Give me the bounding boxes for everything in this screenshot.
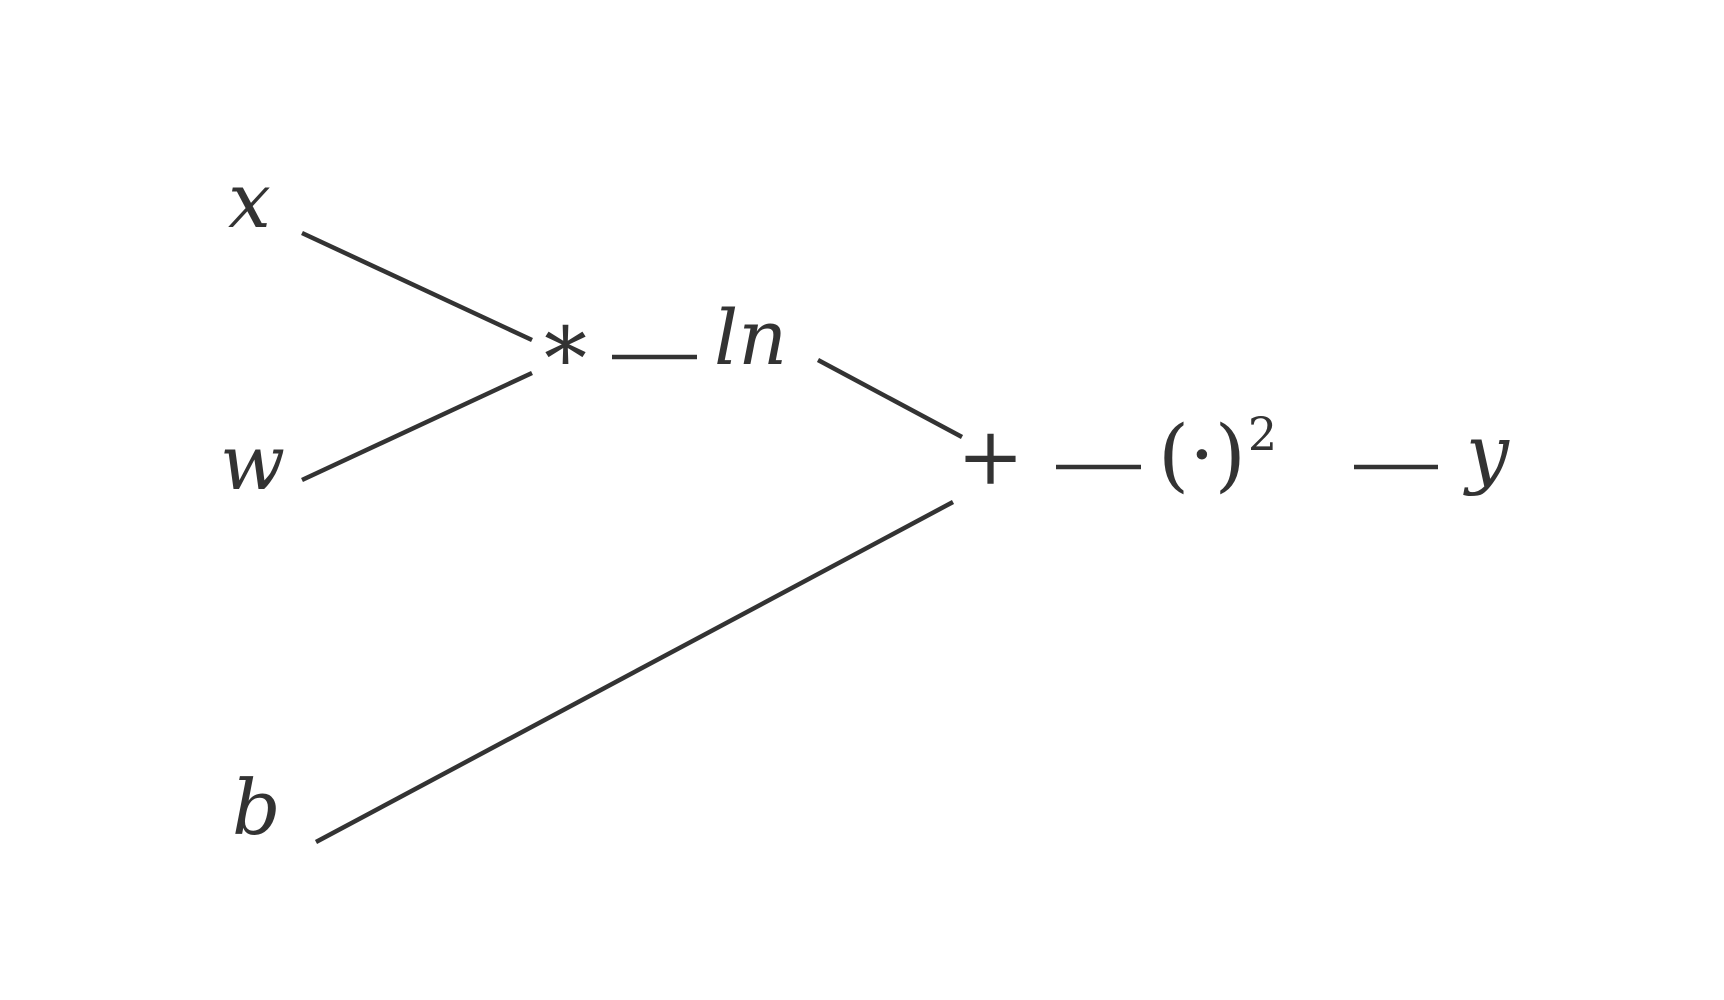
square-operator: (·)2 (1158, 411, 1277, 495)
input-x: x (228, 156, 271, 245)
edge-ln-to-add (816, 358, 964, 439)
output-y: y (1466, 408, 1509, 497)
edge-w-to-multiply (301, 370, 533, 483)
input-b: b (232, 763, 281, 852)
ln-operator: ln (714, 293, 788, 382)
square-operator-exponent: 2 (1247, 407, 1278, 462)
square-operator-base: (·) (1158, 408, 1246, 501)
add-operator: + (957, 410, 1025, 503)
edge-b-to-add (314, 500, 955, 844)
edge-x-to-multiply (301, 230, 533, 343)
multiply-operator: * (544, 310, 587, 410)
input-w: w (220, 418, 286, 507)
